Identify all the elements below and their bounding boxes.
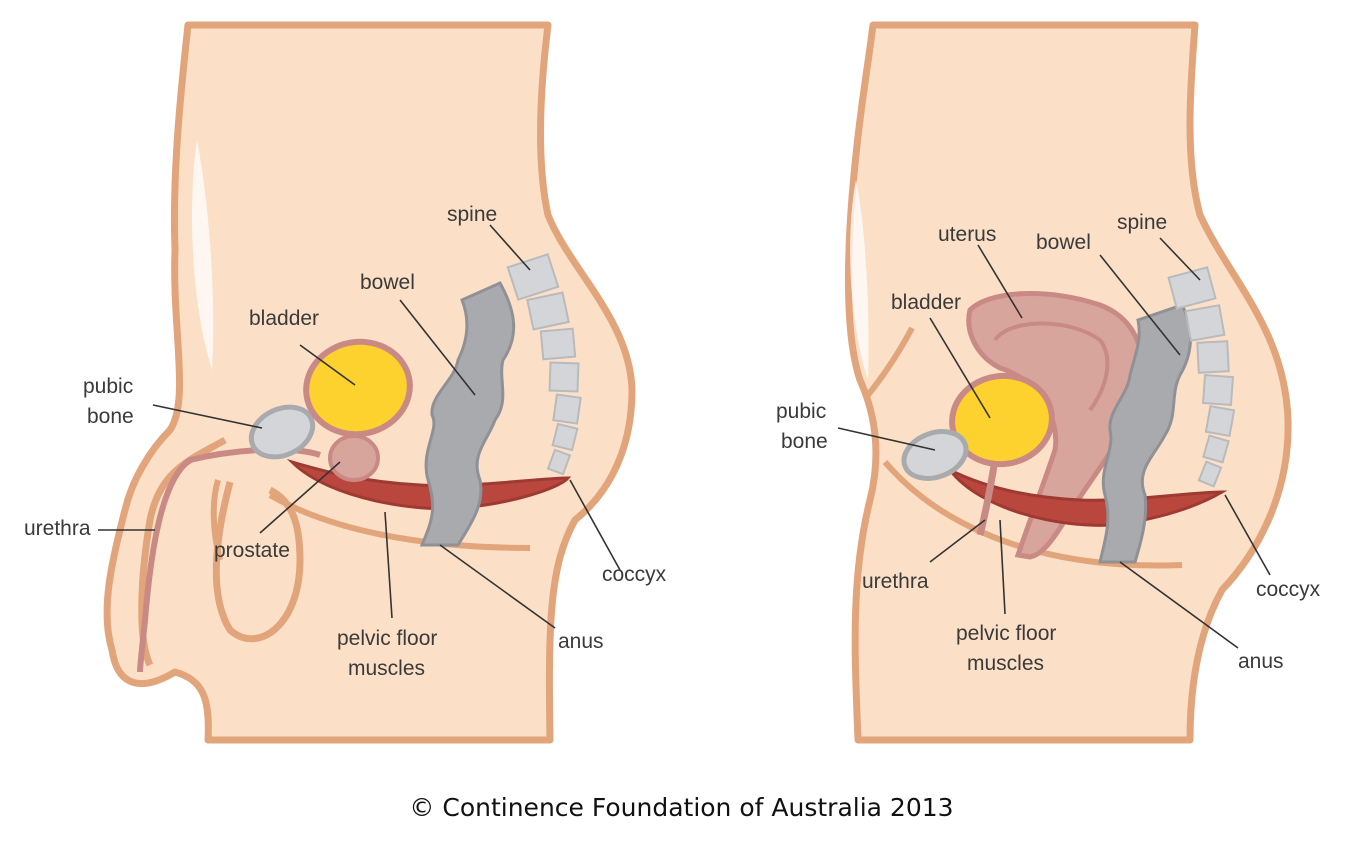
label-pubic-bone-line1: pubic <box>776 400 826 423</box>
male-belly-highlight <box>191 140 214 370</box>
label-pelvic-floor-line2: muscles <box>967 652 1044 675</box>
label-urethra: urethra <box>24 517 91 540</box>
female-pubic-bone <box>901 429 969 481</box>
male-spine <box>506 253 582 476</box>
label-pelvic-floor-line1: pelvic floor <box>337 627 437 650</box>
label-bladder: bladder <box>891 291 961 314</box>
label-prostate: prostate <box>214 539 290 562</box>
label-pubic-bone-line1: pubic <box>83 375 133 398</box>
label-spine: spine <box>447 203 497 226</box>
label-uterus: uterus <box>938 223 996 246</box>
label-anus: anus <box>1238 650 1284 673</box>
label-pelvic-floor-line2: muscles <box>348 657 425 680</box>
male-leader-lines <box>98 224 621 629</box>
male-prostate <box>328 434 380 482</box>
male-labels: spine bowel bladder pubic bone urethra p… <box>24 203 667 680</box>
male-bowel <box>419 281 516 547</box>
label-coccyx: coccyx <box>1256 578 1321 601</box>
male-pubic-bone <box>248 404 316 460</box>
copyright-notice: © Continence Foundation of Australia 201… <box>409 793 954 822</box>
label-pubic-bone-line2: bone <box>781 430 828 453</box>
female-belly-highlight <box>850 180 869 380</box>
male-perineum-line <box>268 492 531 551</box>
male-pelvic-floor-muscle <box>286 458 572 511</box>
label-pelvic-floor-line1: pelvic floor <box>956 622 1056 645</box>
label-bowel: bowel <box>1036 231 1091 254</box>
male-groin-line <box>210 479 223 561</box>
label-spine: spine <box>1117 211 1167 234</box>
female-spine <box>1167 266 1236 488</box>
female-uterus-inner <box>993 321 1110 412</box>
female-pelvic-floor-muscle <box>948 468 1228 527</box>
male-figure: spine bowel bladder pubic bone urethra p… <box>24 21 667 744</box>
male-bladder <box>303 338 413 438</box>
label-pubic-bone-line2: bone <box>87 405 134 428</box>
female-labels: uterus bowel spine bladder pubic bone ur… <box>776 211 1321 675</box>
female-figure: uterus bowel spine bladder pubic bone ur… <box>776 21 1321 744</box>
female-bowel <box>1098 303 1192 564</box>
label-bowel: bowel <box>360 271 415 294</box>
label-coccyx: coccyx <box>602 563 667 586</box>
female-belly-fold <box>865 326 915 397</box>
female-leader-lines <box>837 237 1271 649</box>
label-bladder: bladder <box>249 307 319 330</box>
female-groin-line <box>882 460 1183 569</box>
label-anus: anus <box>558 630 604 653</box>
label-urethra: urethra <box>862 570 929 593</box>
female-urethra <box>976 459 999 536</box>
